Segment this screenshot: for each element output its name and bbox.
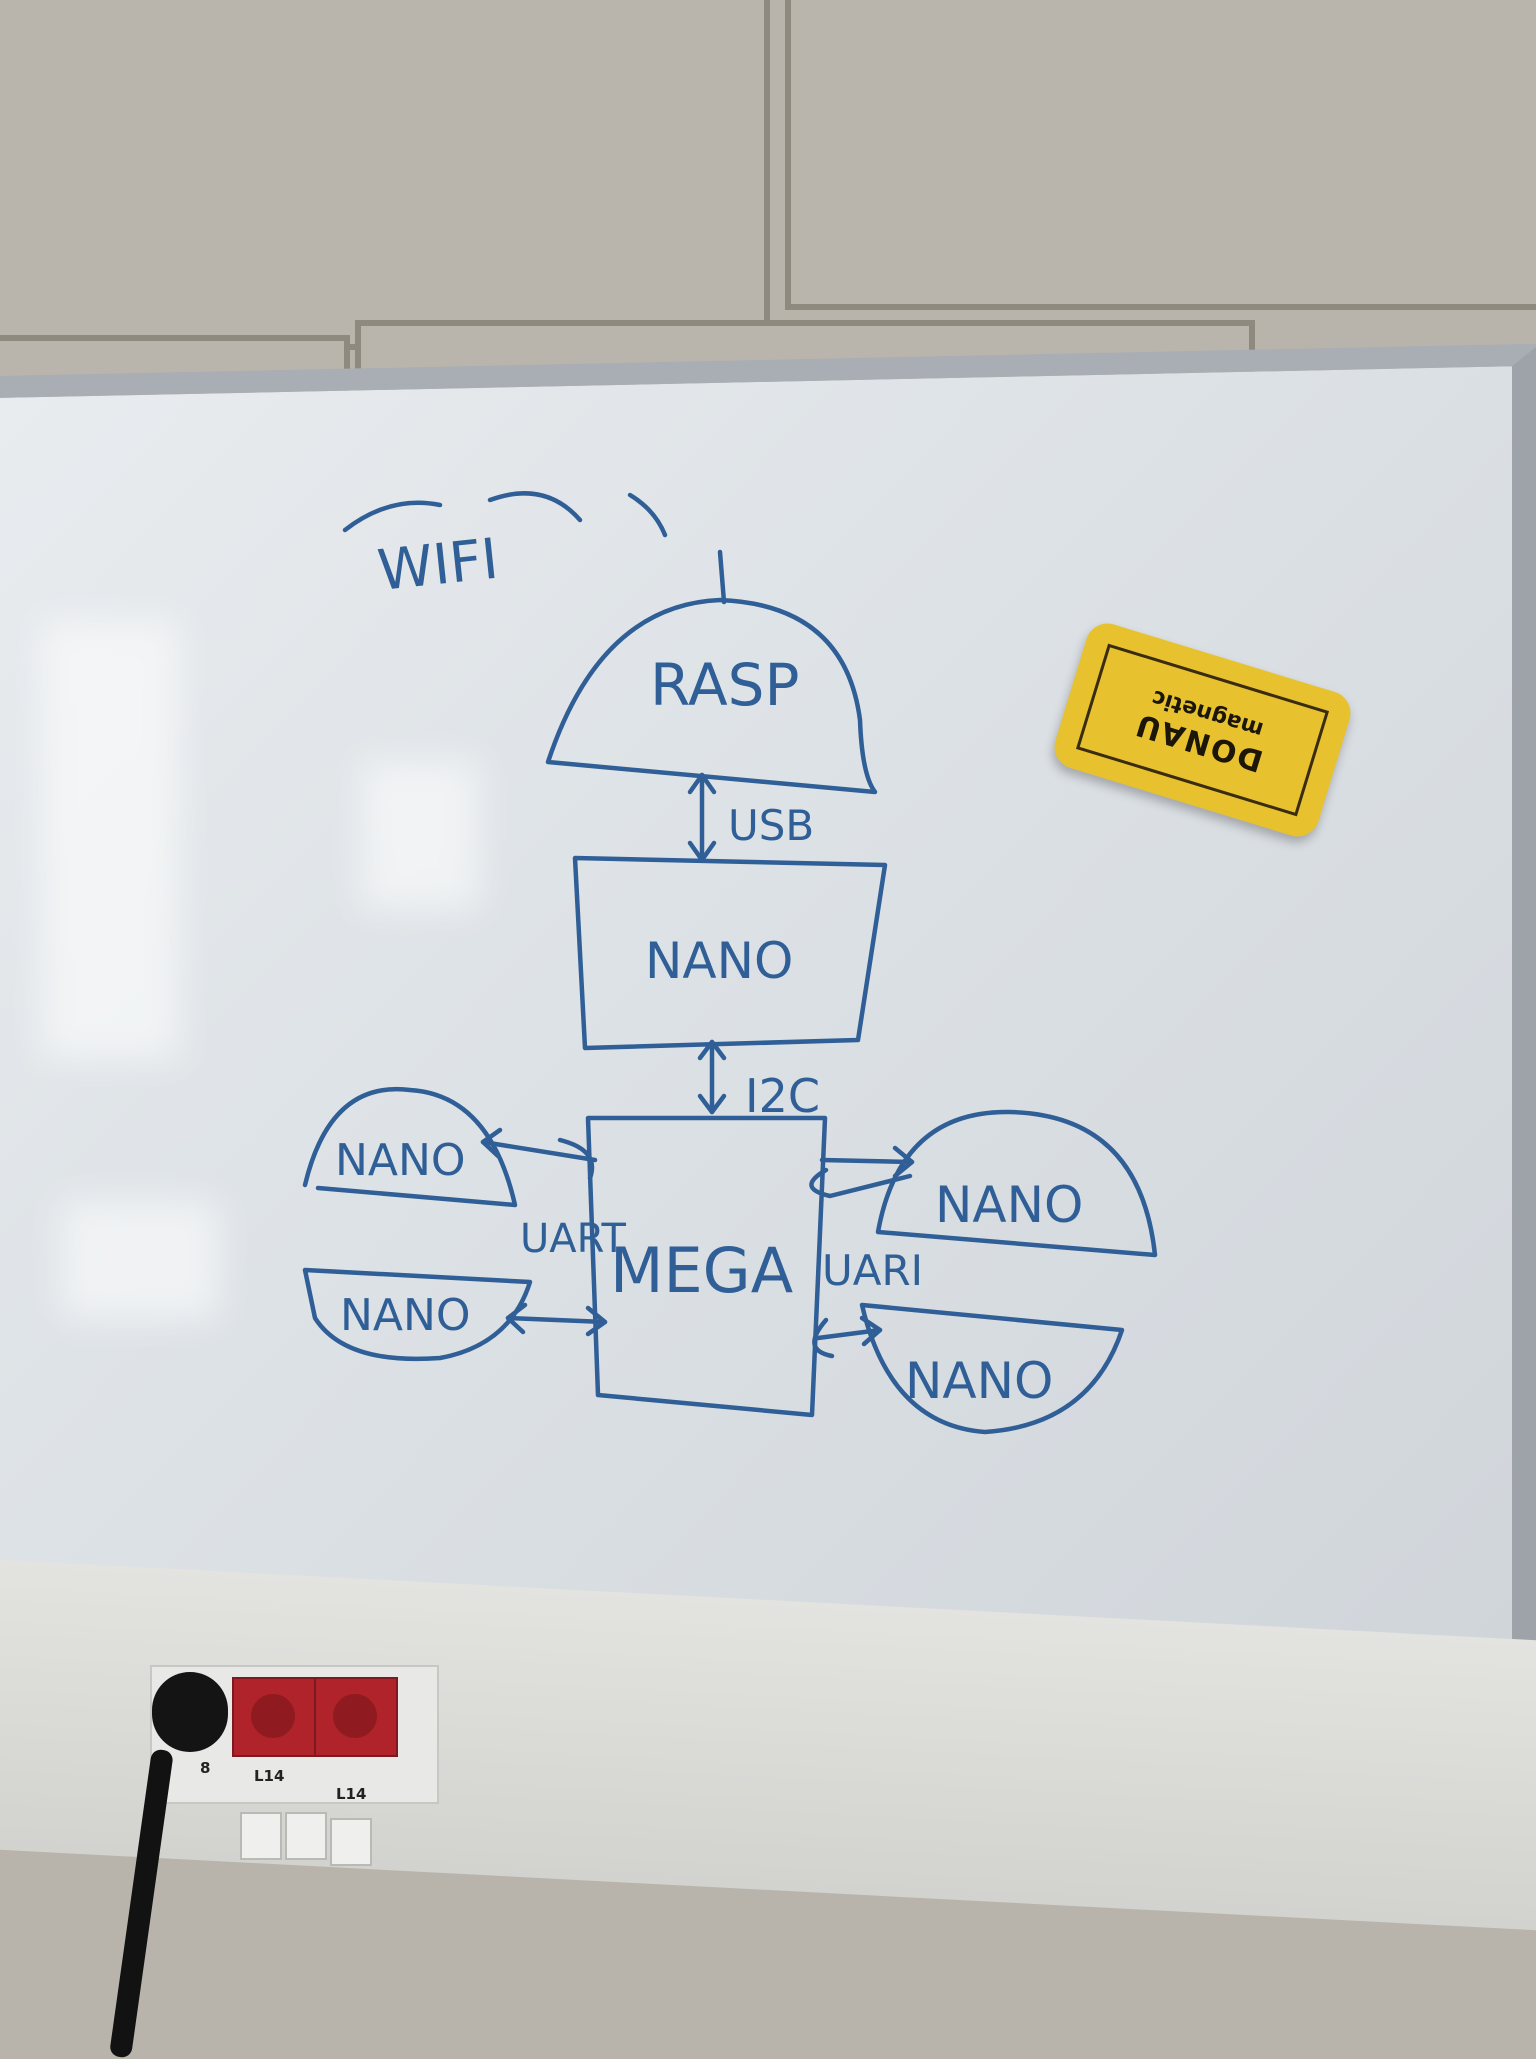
nano-left-bottom-label: NANO xyxy=(340,1290,471,1341)
wifi-arc xyxy=(342,500,443,533)
light-switch[interactable] xyxy=(240,1812,282,1860)
nano-right-bottom-shape xyxy=(859,1302,1125,1435)
nano-right-top-label: NANO xyxy=(935,1176,1083,1234)
nano-top-label: NANO xyxy=(645,932,793,990)
window-reflection xyxy=(360,760,480,910)
socket-label: L14 xyxy=(254,1767,285,1785)
uart-right-label: UARI xyxy=(822,1246,923,1295)
nano-right-top-shape xyxy=(875,1109,1158,1258)
wifi-label: WIFI xyxy=(375,527,502,604)
wall-block xyxy=(0,0,770,350)
wifi-arc xyxy=(487,491,583,523)
uart-left-label: UART xyxy=(520,1216,627,1262)
usb-label: USB xyxy=(728,801,814,850)
nano-top-box xyxy=(572,855,888,1051)
socket-label: L14 xyxy=(336,1785,367,1803)
socket-hole xyxy=(333,1694,377,1738)
antenna xyxy=(717,549,727,605)
uart-arrow xyxy=(815,1327,883,1341)
socket-hole xyxy=(251,1694,295,1738)
socket-label: 8 xyxy=(200,1759,211,1777)
nano-left-top-label: NANO xyxy=(335,1135,466,1186)
power-socket[interactable] xyxy=(314,1677,398,1757)
window-reflection xyxy=(60,1200,220,1320)
uart-arrow xyxy=(819,1157,915,1165)
mega-label: MEGA xyxy=(610,1234,793,1307)
power-socket[interactable] xyxy=(232,1677,316,1757)
rasp-label: RASP xyxy=(650,651,799,719)
i2c-label: I2C xyxy=(745,1069,820,1123)
rasp-shape xyxy=(545,597,878,795)
power-plug[interactable] xyxy=(152,1672,228,1752)
mega-box xyxy=(585,1115,828,1418)
uart-arrow xyxy=(480,1139,598,1163)
wall-block xyxy=(785,0,1536,310)
window-reflection xyxy=(40,620,180,1060)
wifi-arc xyxy=(627,492,668,538)
light-switch[interactable] xyxy=(285,1812,327,1860)
nano-right-bottom-label: NANO xyxy=(905,1352,1053,1410)
uart-arrow xyxy=(505,1315,608,1325)
light-switch[interactable] xyxy=(330,1818,372,1866)
